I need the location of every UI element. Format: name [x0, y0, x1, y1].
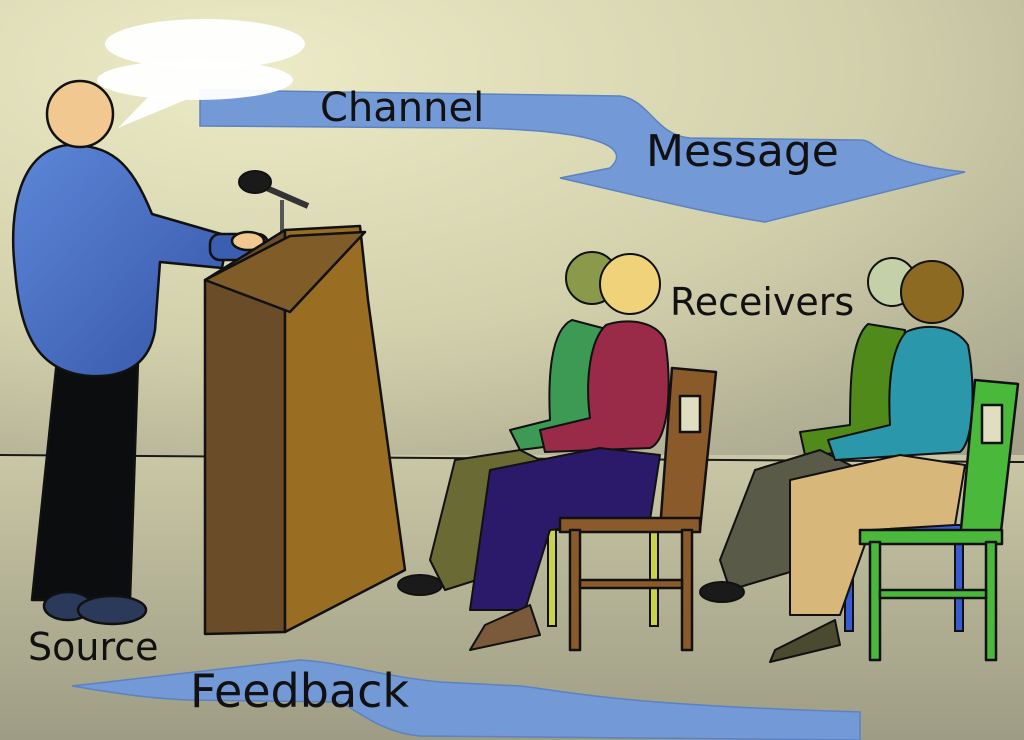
feedback-label: Feedback — [190, 664, 410, 718]
source-label: Source — [28, 625, 159, 669]
message-label: Message — [646, 126, 839, 177]
message-arrow — [199, 89, 966, 223]
speaker-figure — [11, 79, 270, 626]
receiver-figure-front-right — [769, 260, 974, 663]
speech-bubble-icon — [97, 19, 305, 128]
channel-label: Channel — [320, 85, 485, 131]
microphone-icon — [238, 170, 310, 234]
chair-icon — [858, 378, 1020, 662]
podium-icon — [203, 224, 407, 636]
chair-icon — [558, 366, 718, 652]
receivers-label: Receivers — [670, 280, 855, 324]
receiver-figure-front-left — [469, 253, 670, 651]
feedback-arrow — [71, 659, 861, 740]
